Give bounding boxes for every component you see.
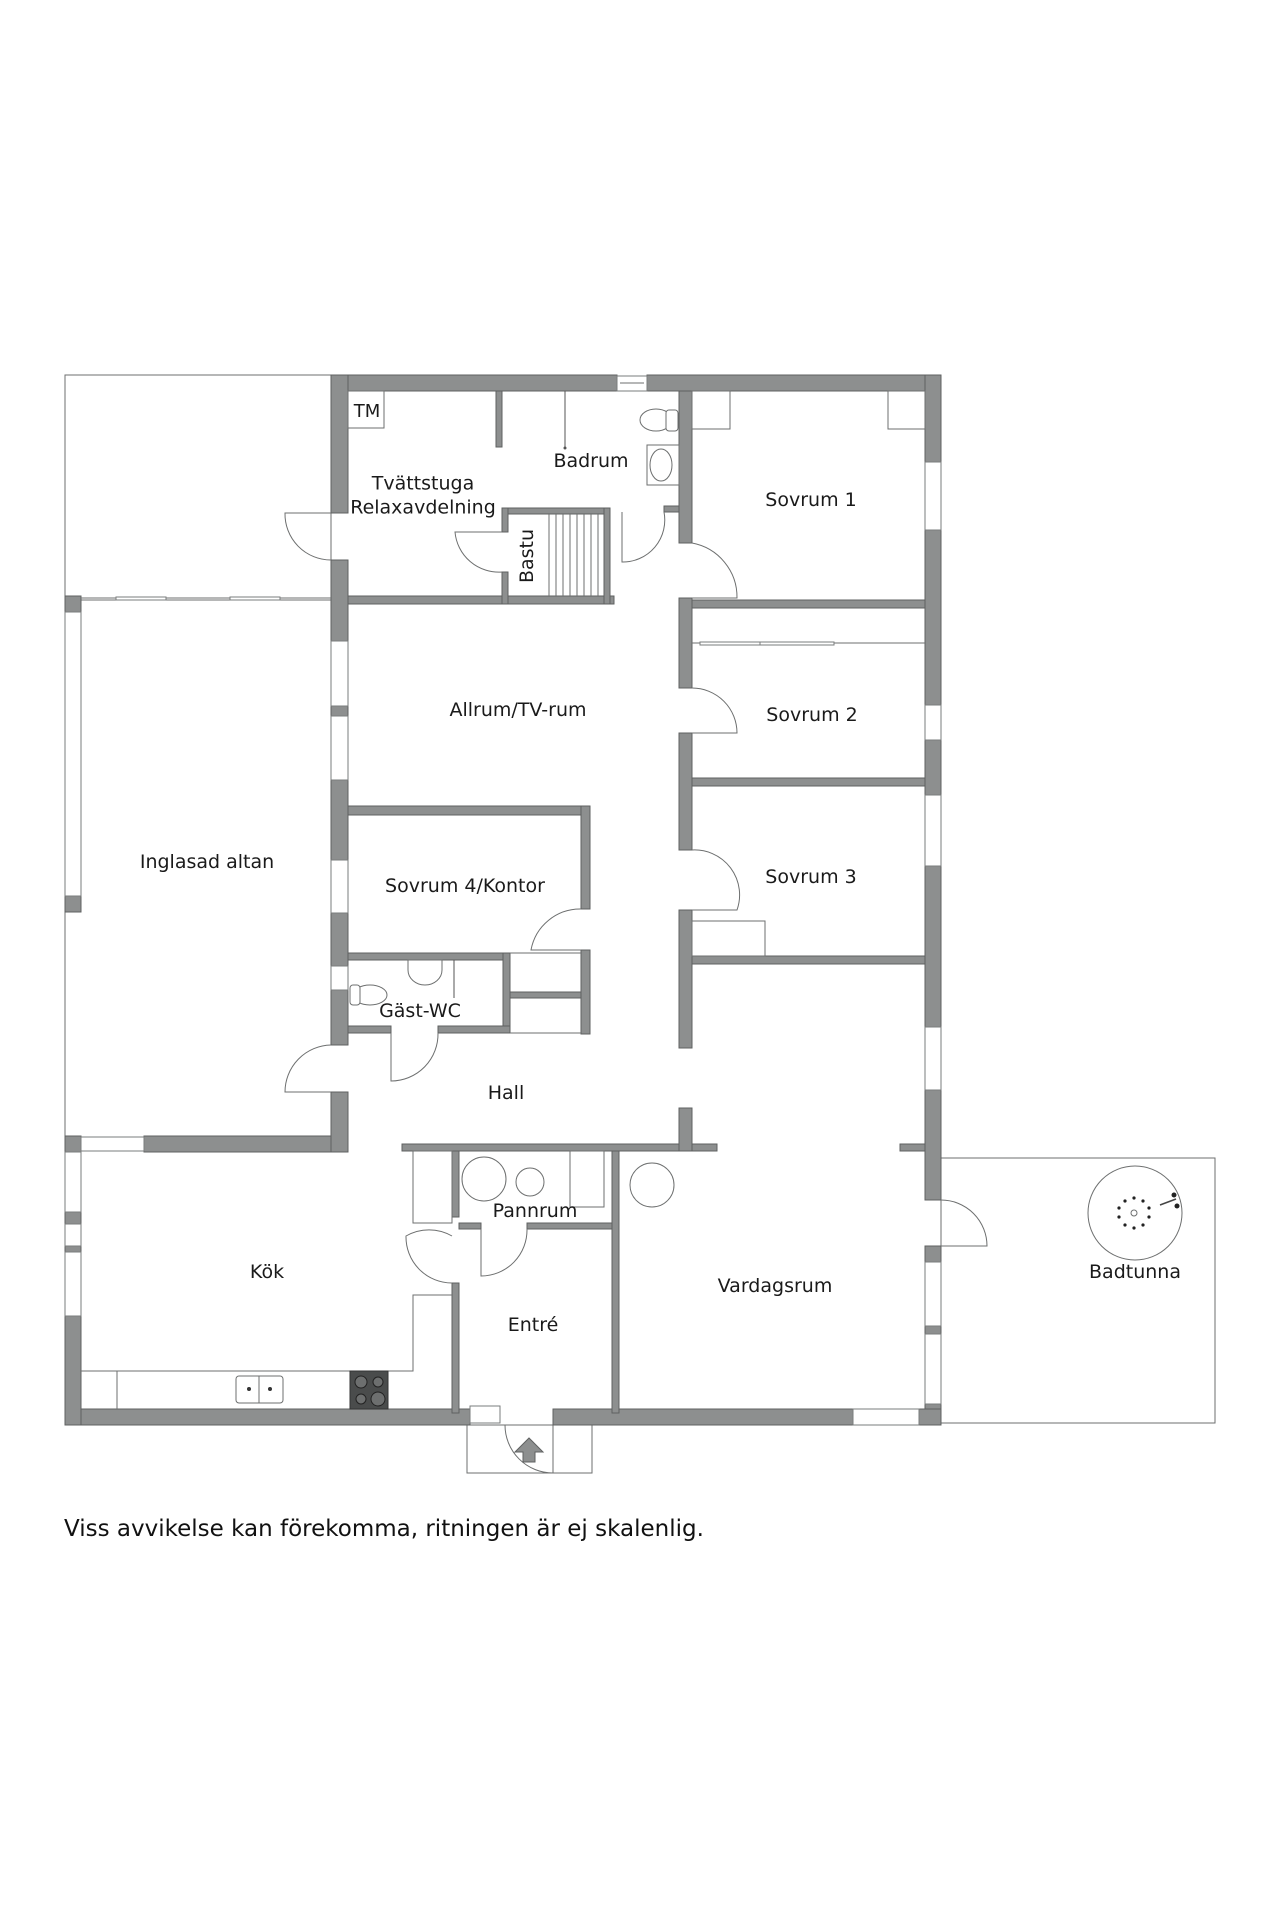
kitchen-sink-icon [235,1375,284,1404]
room-label-pannrum: Pannrum [492,1200,578,1223]
hot-tub-icon [1087,1165,1183,1261]
doors [284,511,988,1284]
room-label-kok: Kök [249,1261,285,1284]
stove-icon [349,1370,389,1410]
room-label-allrum: Allrum/TV-rum [449,699,587,722]
entry-step [466,1424,593,1474]
room-label-gast_wc: Gäst-WC [379,1000,461,1023]
disclaimer-caption: Viss avvikelse kan förekomma, ritningen … [64,1516,704,1542]
sink-icon [646,444,680,486]
altan-outline [64,374,332,1136]
sauna-bench [548,514,599,596]
fixtures [81,390,926,1410]
toilet-icon [349,984,388,1006]
room-label-sovrum4: Sovrum 4/Kontor [385,875,545,898]
room-label-sovrum2: Sovrum 2 [766,704,858,727]
washing-machine-tm [347,390,385,429]
badtunna-deck [940,1157,1216,1424]
room-label-tm: TM [353,400,381,422]
walls [64,374,942,1426]
room-label-entre: Entré [507,1314,559,1337]
room-label-vardagsrum: Vardagsrum [717,1275,833,1298]
room-label-inglasad_altan: Inglasad altan [139,851,275,874]
room-label-bastu: Bastu [516,528,539,584]
windows [64,375,942,1426]
toilet-icon [639,408,679,432]
room-label-badrum: Badrum [553,450,629,473]
room-label-hall: Hall [487,1082,525,1105]
sink-icon [407,959,443,986]
room-label-sovrum3: Sovrum 3 [765,866,857,889]
room-label-badtunna: Badtunna [1089,1261,1181,1284]
entrance-arrow-icon [513,1437,545,1463]
room-label-sovrum1: Sovrum 1 [765,489,857,512]
